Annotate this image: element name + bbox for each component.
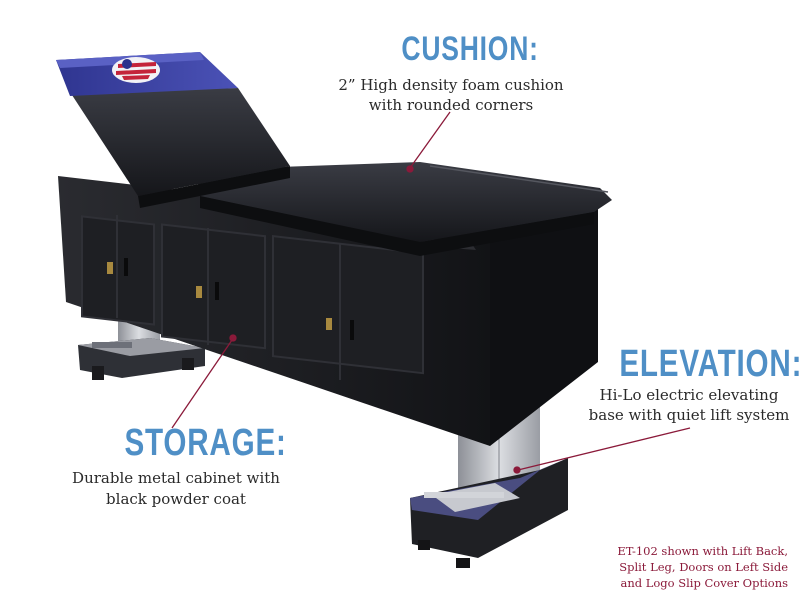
cushion-description-line1: 2” High density foam cushion	[338, 76, 564, 94]
patriot-logo-icon	[112, 57, 160, 83]
cushion-heading: CUSHION:	[401, 30, 539, 68]
lift-back-rest	[56, 52, 290, 208]
elevation-description-line1: Hi-Lo electric elevating	[599, 386, 779, 404]
storage-heading: STORAGE:	[124, 422, 287, 464]
seat-cushion	[196, 162, 612, 256]
options-footnote-line2: Split Leg, Doors on Left Side	[619, 560, 788, 574]
elevation-description-line2: base with quiet lift system	[588, 406, 790, 424]
cushion-description-line2: with rounded corners	[368, 96, 534, 114]
options-footnote-line1: ET-102 shown with Lift Back,	[617, 544, 788, 558]
options-footnote-line3: and Logo Slip Cover Options	[620, 576, 788, 590]
callout-leader-lines	[171, 111, 691, 474]
elevation-heading: ELEVATION:	[619, 343, 800, 385]
storage-description-line2: black powder coat	[106, 490, 246, 508]
storage-description-line1: Durable metal cabinet with	[72, 469, 280, 487]
